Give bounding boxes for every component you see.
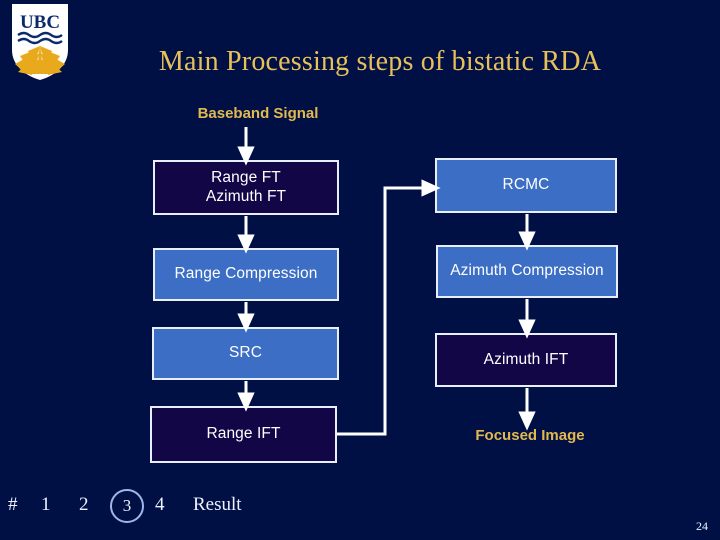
node-azimuth-compression[interactable]: Azimuth Compression (436, 245, 618, 298)
nav-item-result[interactable]: Result (193, 494, 242, 515)
node-range-ft-azimuth-ft[interactable]: Range FT Azimuth FT (153, 160, 339, 215)
node-azimuth-ift[interactable]: Azimuth IFT (435, 333, 617, 387)
node-label-line1: Azimuth IFT (483, 350, 569, 368)
page-title: Main Processing steps of bistatic RDA (158, 46, 602, 77)
node-range-compression[interactable]: Range Compression (153, 248, 339, 301)
diagram-exit-label: Focused Image (475, 427, 585, 444)
node-label-line1: RCMC (502, 176, 550, 194)
nav-item-4[interactable]: 4 (155, 494, 165, 515)
node-label-line1: Range Compression (174, 265, 318, 283)
ubc-logo-text: UBC (20, 12, 60, 33)
diagram-entry-label: Baseband Signal (197, 105, 319, 122)
nav-item-2[interactable]: 2 (79, 494, 89, 515)
node-label-line2: Azimuth FT (205, 187, 287, 205)
ubc-shield-logo: UBC (8, 2, 72, 82)
node-rcmc[interactable]: RCMC (435, 158, 617, 213)
nav-item-1[interactable]: 1 (41, 494, 51, 515)
node-range-ift[interactable]: Range IFT (150, 406, 337, 463)
ubc-shield-icon: UBC (12, 4, 68, 80)
node-src[interactable]: SRC (152, 327, 339, 380)
slide-navigation-bar: # 1 2 3 4 Result (0, 489, 720, 532)
node-label-line1: Range FT (211, 168, 281, 186)
ubc-sunburst-icon (15, 44, 65, 75)
nav-item-hash[interactable]: # (8, 494, 18, 515)
nav-item-3[interactable]: 3 (110, 489, 144, 523)
node-label-line1: SRC (228, 344, 263, 362)
flow-diagram: Baseband Signal Range FT Azimuth FT Rang… (150, 105, 618, 463)
node-label-line1: Azimuth Compression (450, 262, 604, 280)
ubc-waves-icon (17, 31, 63, 45)
arrow-rangeift-to-rcmc (337, 179, 441, 436)
node-label-line1: Range IFT (206, 425, 281, 443)
page-number: 24 (696, 519, 708, 533)
